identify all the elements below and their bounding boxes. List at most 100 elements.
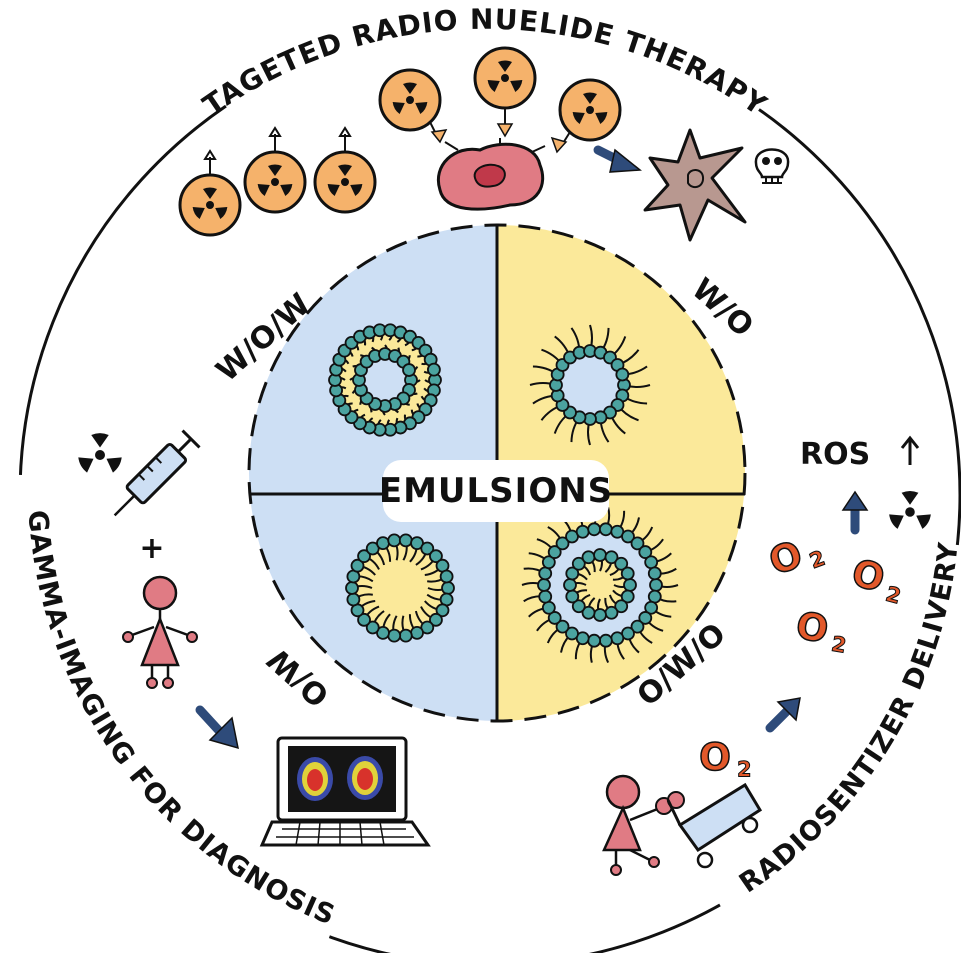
surfactant-head: [565, 566, 580, 581]
radionuclide-icon: [313, 126, 377, 214]
surfactant-head: [435, 603, 450, 618]
up-arrow-blue-top: [841, 490, 869, 535]
surfactant-head: [563, 578, 577, 592]
surfactant-head: [441, 581, 455, 595]
surfactant-head: [638, 545, 653, 559]
surfactant-head: [537, 578, 551, 592]
surfactant-head: [644, 600, 659, 615]
dead-cell-nucleus: [687, 169, 705, 189]
ros-up-arrow: [900, 435, 920, 465]
surfactant-head: [604, 550, 619, 565]
brain-scan-right: [347, 756, 383, 800]
ros-label: ROS: [800, 437, 870, 472]
surfactant-head: [644, 555, 659, 570]
label-radiosensitizer: RADIOSENTIZER DELIVERY: [734, 540, 961, 899]
oxygen-cart-figure: [602, 774, 763, 876]
surfactant-head: [547, 545, 562, 559]
surfactant-head: [350, 558, 365, 573]
patient-figure: [122, 575, 198, 689]
surfactant-head: [555, 536, 570, 551]
surfactant-head: [410, 625, 424, 640]
radionuclide-icon: [243, 126, 307, 214]
surfactant-head: [620, 589, 635, 604]
radiation-icon-left: [76, 433, 124, 474]
surfactant-head: [357, 549, 371, 564]
o2-subscript: 2: [830, 632, 848, 658]
surfactant-head: [575, 524, 590, 539]
surfactant-head: [604, 605, 619, 620]
radionuclide-icon: [473, 46, 537, 138]
surfactant-head: [621, 529, 635, 544]
surfactant-head: [647, 566, 662, 581]
surfactant-head: [439, 569, 454, 584]
surfactant-head: [587, 633, 602, 648]
surfactant-head: [346, 592, 361, 607]
targeted-radionuclides: [378, 46, 622, 154]
surfactant-head: [630, 536, 645, 551]
o2-letter: O: [763, 532, 808, 584]
surfactant-head: [555, 619, 570, 634]
o2-molecule: O2: [847, 549, 904, 609]
droplet-ow: [345, 533, 455, 643]
center-label-box: EMULSIONS: [379, 460, 612, 522]
o2-letter: O: [847, 550, 889, 601]
surfactant-head: [398, 628, 413, 643]
surfactant-head: [365, 620, 380, 635]
surfactant-head: [593, 548, 607, 562]
plus-sign: +: [139, 531, 164, 566]
surfactant-head: [571, 599, 586, 614]
droplet-owo: [521, 506, 679, 664]
o2-subscript: 2: [737, 758, 752, 782]
o2-letter: O: [793, 603, 832, 652]
radionuclide-group-left: [178, 126, 377, 237]
arrow-to-monitor: [195, 705, 239, 750]
label-mask-right: [711, 543, 961, 920]
tumor-nucleus: [473, 163, 506, 188]
surfactant-head: [623, 578, 637, 592]
droplet-wo: [529, 324, 651, 446]
brain-scan-left: [297, 757, 333, 801]
radionuclide-icon: [550, 78, 622, 154]
surfactant-head: [420, 541, 435, 556]
surfactant-head: [615, 367, 630, 382]
dead-cell: [643, 128, 747, 242]
surfactant-head: [357, 612, 371, 627]
o2-letter: O: [699, 735, 731, 779]
water-core: [359, 354, 411, 406]
surfactant-head: [581, 550, 596, 565]
surfactant-head: [541, 555, 556, 570]
surfactant-head: [630, 619, 645, 634]
arrow-to-dead-cell: [593, 145, 642, 173]
surfactant-head: [638, 611, 653, 625]
skull-icon: [754, 148, 790, 184]
surfactant-head: [614, 599, 629, 614]
syringe-icon: [113, 429, 201, 517]
surfactant-head: [429, 612, 443, 627]
surfactant-head: [387, 628, 402, 643]
surfactant-head: [345, 581, 359, 595]
o2-molecule: O2: [792, 602, 849, 658]
water-core: [556, 351, 624, 419]
surfactant-head: [598, 633, 613, 648]
surfactant-head: [538, 589, 553, 604]
surfactant-head: [538, 566, 553, 581]
laptop-monitor: [259, 736, 431, 847]
surfactant-head: [620, 566, 635, 581]
surfactant-head: [610, 631, 625, 646]
o2-subscript: 2: [883, 582, 903, 609]
surfactant-head: [376, 536, 390, 551]
surfactant-head: [571, 556, 586, 571]
radiation-icon-right: [887, 491, 933, 530]
surfactant-head: [647, 589, 662, 604]
surfactant-head: [547, 611, 562, 625]
o2-molecule: O2: [762, 531, 828, 585]
surfactant-head: [541, 600, 556, 615]
radionuclide-icon: [178, 149, 242, 237]
surfactant-head: [598, 522, 613, 537]
surfactant-head: [649, 578, 663, 592]
surfactant-head: [402, 363, 416, 377]
up-arrow-blue-bottom: [765, 697, 801, 733]
surfactant-head: [427, 362, 441, 377]
surfactant-head: [565, 626, 579, 641]
